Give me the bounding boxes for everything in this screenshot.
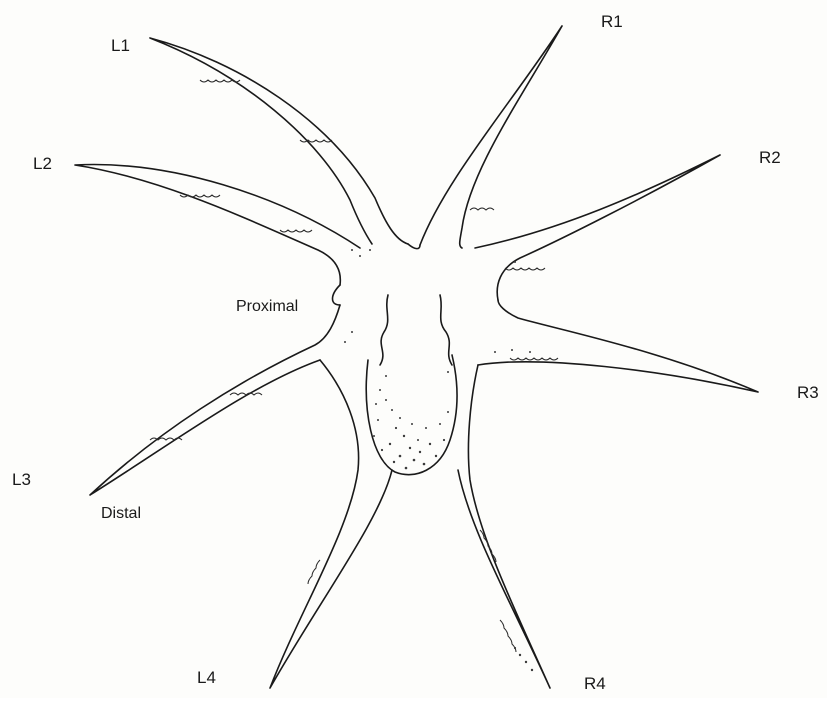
label-r4: R4 <box>584 674 606 694</box>
arm-r2 <box>475 155 720 300</box>
arm-l3 <box>90 305 340 495</box>
arm-r3 <box>478 300 758 392</box>
arm-l1 <box>150 38 408 244</box>
arm-l2 <box>75 165 360 285</box>
left-eye-outline <box>380 295 388 365</box>
web-top <box>408 244 420 249</box>
label-proximal: Proximal <box>236 298 298 316</box>
label-l3: L3 <box>12 470 31 490</box>
arm-l4 <box>270 360 392 688</box>
label-distal: Distal <box>101 505 141 523</box>
label-r3: R3 <box>797 383 819 403</box>
arm-r4 <box>458 365 550 688</box>
arm-r1 <box>420 26 562 248</box>
label-r1: R1 <box>601 12 623 32</box>
label-l4: L4 <box>197 668 216 688</box>
label-l2: L2 <box>33 154 52 174</box>
right-eye-outline <box>440 295 452 365</box>
mantle <box>366 355 457 475</box>
label-l1: L1 <box>111 36 130 56</box>
label-r2: R2 <box>759 148 781 168</box>
web-left <box>333 285 341 305</box>
